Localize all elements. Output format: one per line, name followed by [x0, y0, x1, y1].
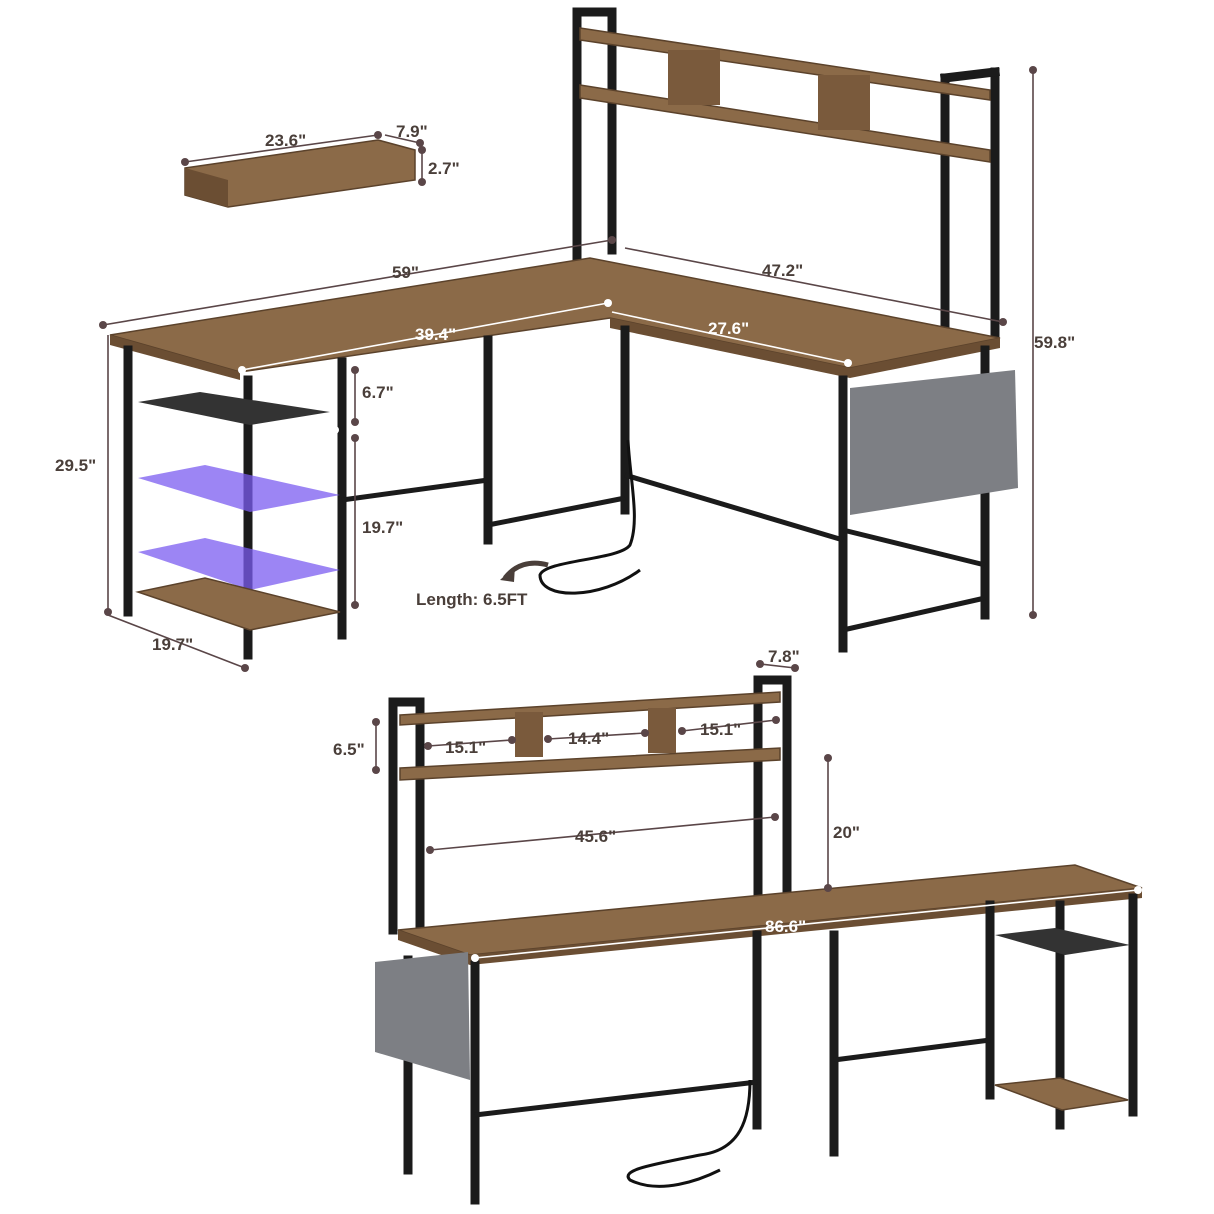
shelf-width-label: 9" [290, 425, 308, 444]
hutch-clearance-label: 20" [833, 823, 860, 842]
short-inner-label: 27.6" [708, 319, 749, 338]
cord-length-label: Length: 6.5FT [416, 590, 528, 609]
storage-bag [375, 952, 470, 1080]
hutch-frame [572, 7, 1001, 350]
hutch-height-label: 6.5" [333, 740, 365, 759]
l-desk [109, 7, 1018, 660]
top-labels: 23.6" 7.9" 2.7" 59" 47.2" 39.4" 27.6" 59… [55, 122, 1075, 654]
stand-depth-label: 7.9" [396, 122, 428, 141]
hutch-depth-label: 7.8" [768, 647, 800, 666]
desk-length-label: 86.6" [765, 917, 806, 936]
shelf-gap-top-label: 6.7" [362, 383, 394, 402]
cubby-left-label: 15.1" [445, 738, 486, 757]
desk-height-label: 29.5" [55, 456, 96, 475]
straight-desk [375, 675, 1143, 1205]
bottom-labels: 7.8" 6.5" 15.1" 14.4" 15.1" 45.6" 20" 86… [333, 647, 860, 936]
total-height-label: 59.8" [1034, 333, 1075, 352]
shelf-gap-label: 19.7" [362, 518, 403, 537]
cubby-right-label: 15.1" [700, 720, 741, 739]
short-side-label: 47.2" [762, 261, 803, 280]
long-inner-label: 39.4" [415, 325, 456, 344]
hutch-width-label: 45.6" [575, 827, 616, 846]
monitor-stand [184, 139, 416, 208]
bottom-dimensions [372, 660, 1142, 962]
stand-length-label: 23.6" [265, 131, 306, 150]
cubby-middle-label: 14.4" [568, 729, 609, 748]
storage-bag [850, 370, 1018, 515]
shelf-depth-label: 19.7" [152, 635, 193, 654]
stand-height-label: 2.7" [428, 159, 460, 178]
long-side-label: 59" [392, 263, 419, 282]
top-dimensions [99, 66, 1037, 672]
